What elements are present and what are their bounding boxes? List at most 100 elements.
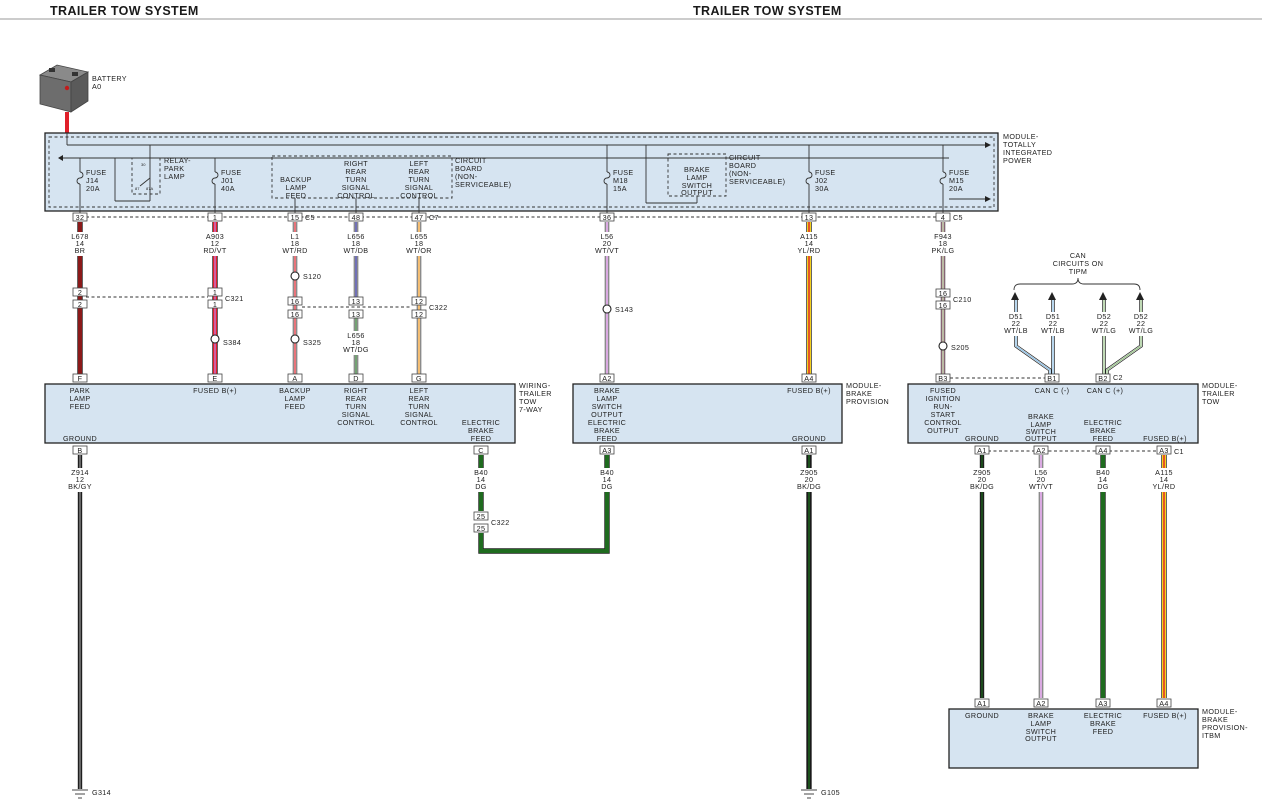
c322-pin-12b-label: 12	[415, 310, 424, 319]
relay-contact-icon	[139, 177, 151, 187]
pin-4	[935, 212, 951, 222]
svg-text:12: 12	[211, 239, 220, 248]
svg-text:BRAKE: BRAKE	[1090, 719, 1116, 728]
trailer7-func-d: RIGHT REAR TURN SIGNAL CONTROL	[337, 386, 374, 427]
trailer7-pin-e-label: E	[212, 374, 217, 383]
svg-text:FUSED: FUSED	[930, 386, 956, 395]
page-title-left: TRAILER TOW SYSTEM	[50, 4, 199, 18]
trailer7-pin-f	[72, 373, 88, 383]
pin-48	[348, 212, 364, 222]
svg-text:14: 14	[1099, 475, 1108, 484]
svg-text:SWITCH: SWITCH	[1026, 427, 1056, 436]
svg-text:FEED: FEED	[471, 434, 492, 443]
itbm-func-a1: GROUND	[965, 711, 999, 720]
fuse-j02-rating: 30A	[815, 184, 829, 193]
board1-backup-1: BACKUP	[280, 175, 312, 184]
svg-text:IGNITION: IGNITION	[926, 394, 961, 403]
battery-id: A0	[92, 82, 102, 91]
pin-4-label: 4	[941, 213, 945, 222]
bbp-func-a1: GROUND	[792, 434, 826, 443]
c321-pin-2a	[72, 287, 88, 297]
tipm-label-2: TOTALLY	[1003, 140, 1036, 149]
pin-1	[207, 212, 223, 222]
svg-text:Z905: Z905	[800, 468, 818, 477]
svg-text:22: 22	[1049, 319, 1058, 328]
board1-left-2: REAR	[408, 167, 429, 176]
svg-text:CONTROL: CONTROL	[924, 418, 962, 427]
itbm-pin-a3-label: A3	[1098, 699, 1108, 708]
c321-pin-2b-label: 2	[78, 300, 82, 309]
fuse-j02-icon	[805, 145, 813, 213]
connector-c2: C2	[1113, 373, 1123, 382]
board2-func-2: LAMP	[687, 173, 708, 182]
c322-pin-16b	[287, 309, 303, 319]
svg-text:L655: L655	[410, 232, 427, 241]
board2-label-3: (NON-	[729, 169, 752, 178]
svg-text:14: 14	[477, 475, 486, 484]
wire-layer	[77, 222, 1167, 789]
trailer7-pin-g-label: G	[416, 374, 422, 383]
ttm-label-2: TRAILER	[1202, 389, 1235, 398]
c210-pin-16a-label: 16	[939, 289, 948, 298]
m15-arrow-icon	[985, 196, 991, 202]
itbm-label-1: MODULE-	[1202, 707, 1238, 716]
svg-text:OUTPUT: OUTPUT	[1025, 734, 1057, 743]
svg-text:LAMP: LAMP	[1031, 719, 1052, 728]
svg-text:WT/LG: WT/LG	[1092, 326, 1117, 335]
svg-text:LAMP: LAMP	[285, 394, 306, 403]
relay-label-2: PARK	[164, 164, 184, 173]
svg-text:SIGNAL: SIGNAL	[342, 410, 370, 419]
circuit-board-2	[667, 153, 727, 197]
ttm-pin-a4	[1095, 445, 1111, 455]
board1-left-1: LEFT	[410, 159, 429, 168]
svg-text:LEFT: LEFT	[410, 386, 429, 395]
ttm-pin-a1	[974, 445, 990, 455]
ground-g314-icon	[72, 789, 88, 799]
wire-label-z905: Z905 20 BK/DG	[797, 468, 821, 491]
svg-text:LAMP: LAMP	[70, 394, 91, 403]
ttm-pin-a1-label: A1	[977, 446, 987, 455]
trailer7-label-1: WIRING-	[519, 381, 551, 390]
svg-text:CONTROL: CONTROL	[400, 418, 438, 427]
fuse-m15-label: FUSE	[949, 168, 970, 177]
connector-c7: C7	[429, 213, 439, 222]
svg-text:BR: BR	[75, 246, 86, 255]
svg-text:FEED: FEED	[285, 402, 306, 411]
svg-text:FEED: FEED	[597, 434, 618, 443]
pin-47-label: 47	[415, 213, 424, 222]
svg-text:L656: L656	[347, 232, 364, 241]
svg-text:22: 22	[1137, 319, 1146, 328]
board1-left-5: CONTROL	[400, 191, 438, 200]
bbp-pin-a2	[599, 373, 615, 383]
wire-label-a115b: A115 14 YL/RD	[1153, 468, 1176, 491]
board1-backup-3: FEED	[286, 191, 307, 200]
pin-48-label: 48	[352, 213, 361, 222]
trailer7-pin-f-label: F	[78, 374, 83, 383]
module-trailer-tow	[907, 383, 1199, 444]
relay-label-3: LAMP	[164, 172, 185, 181]
c322-pin-12a-label: 12	[415, 297, 424, 306]
ttm-pin-b3-label: B3	[938, 374, 948, 383]
ground-g105-label: G105	[821, 788, 840, 797]
svg-text:L678: L678	[71, 232, 88, 241]
svg-text:DG: DG	[475, 482, 487, 491]
can-arrow-4-icon	[1136, 292, 1144, 300]
tipm-label-4: POWER	[1003, 156, 1032, 165]
svg-text:PK/LG: PK/LG	[932, 246, 955, 255]
bbp-pin-a4	[801, 373, 817, 383]
svg-text:20: 20	[805, 475, 814, 484]
connector-c5: C5	[305, 213, 315, 222]
svg-text:LAMP: LAMP	[1031, 420, 1052, 429]
fuse-m15-id: M15	[949, 176, 964, 185]
c322-pin-16b-label: 16	[291, 310, 300, 319]
module-brake-provision-itbm	[948, 708, 1199, 769]
board1-right-5: CONTROL	[337, 191, 375, 200]
splice-s143-label: S143	[615, 305, 633, 314]
wire-label-a903: A903 12 RD/VT	[203, 232, 226, 255]
tipm-label-3: INTEGRATED	[1003, 148, 1052, 157]
svg-text:SWITCH: SWITCH	[1026, 727, 1056, 736]
pin-1-label: 1	[213, 213, 217, 222]
ttm-func-a2: BRAKE LAMP SWITCH OUTPUT	[1025, 412, 1057, 443]
svg-text:TURN: TURN	[345, 402, 366, 411]
trailer7-func-a: BACKUP LAMP FEED	[279, 386, 310, 411]
